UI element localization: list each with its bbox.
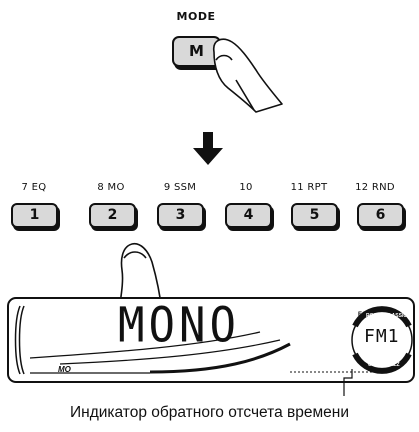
- preset-button-4[interactable]: 4: [225, 203, 272, 228]
- lcd-display: [7, 297, 415, 383]
- preset-button-6-number: 6: [375, 207, 386, 223]
- mode-button-label: M: [189, 42, 204, 60]
- preset-button-6[interactable]: 6: [357, 203, 404, 228]
- lcd-main-text: MONO: [118, 297, 240, 354]
- lcd-eq-mode-use: USE: [368, 362, 379, 368]
- preset-button-4-number: 4: [243, 207, 254, 223]
- preset-label-2: 8 MO: [97, 182, 125, 193]
- lcd-band: FM1: [364, 326, 400, 347]
- preset-label-5: 11 RPT: [290, 182, 328, 193]
- countdown-indicator-caption: Индикатор обратного отсчета времени: [70, 404, 349, 421]
- preset-button-1-number: 1: [29, 207, 40, 223]
- lcd-eq-mode-jazz: JAZZ: [387, 362, 400, 368]
- lcd-eq-icon: EQ: [358, 312, 367, 318]
- lcd-mo-indicator: MO: [58, 365, 71, 374]
- preset-button-5-number: 5: [309, 207, 320, 223]
- mode-label: MODE: [176, 10, 216, 23]
- preset-button-3-number: 3: [175, 207, 186, 223]
- preset-label-3: 9 SSM: [163, 182, 197, 193]
- finger-pressing-mode-icon: [212, 38, 283, 113]
- preset-button-1[interactable]: 1: [11, 203, 58, 228]
- down-arrow-icon: [193, 132, 223, 165]
- preset-button-3[interactable]: 3: [157, 203, 204, 228]
- callout-line: [343, 369, 353, 396]
- lcd-eq-mode-rock: ROCK: [366, 313, 381, 319]
- preset-button-5[interactable]: 5: [291, 203, 338, 228]
- preset-button-2-number: 2: [107, 207, 118, 223]
- preset-button-2[interactable]: 2: [89, 203, 136, 228]
- lcd-eq-mode-classic: CLASSIC: [385, 313, 407, 319]
- preset-label-6: 12 RND: [355, 182, 395, 193]
- preset-label-1: 7 EQ: [21, 182, 47, 193]
- preset-label-4: 10: [239, 182, 253, 193]
